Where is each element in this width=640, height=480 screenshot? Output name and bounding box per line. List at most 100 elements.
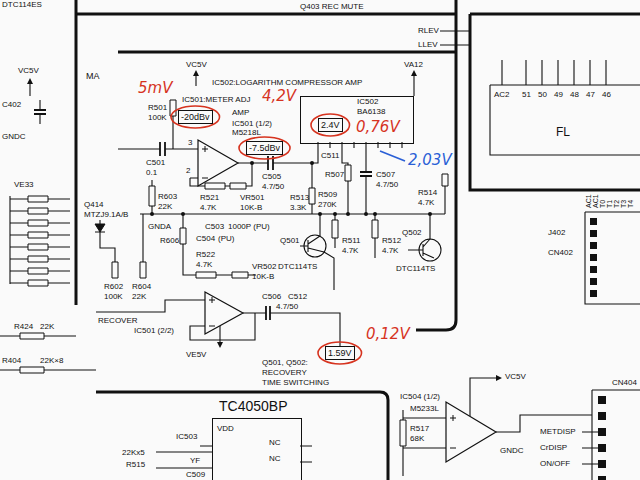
part-label: R507 bbox=[325, 170, 344, 179]
part-label: 46 bbox=[602, 90, 611, 99]
part-label: C503 bbox=[205, 222, 224, 231]
part-label: DTC114TS bbox=[396, 264, 435, 273]
handwritten-note: 0,12V bbox=[366, 326, 410, 343]
part-label: 100K bbox=[104, 292, 123, 301]
pin-label: T1 bbox=[606, 200, 614, 208]
part-label: R522 bbox=[196, 250, 215, 259]
part-label: 47 bbox=[586, 90, 595, 99]
part-label: R604 bbox=[132, 282, 151, 291]
ic-name: TC4050BP bbox=[219, 399, 287, 414]
part-label: 270K bbox=[318, 200, 337, 209]
part-label: IC502:LOGARITHM COMPRESSOR AMP bbox=[212, 78, 362, 87]
part-label: 2 bbox=[186, 166, 190, 175]
pin-label: AC1 bbox=[585, 194, 593, 208]
part-label: ON/OFF bbox=[540, 459, 570, 468]
ic-package: TC4050BPVDDNCNC bbox=[212, 418, 302, 480]
level-box: -7.5dBv bbox=[246, 141, 283, 155]
part-label: AMP bbox=[232, 108, 249, 117]
part-label: (PU) bbox=[218, 234, 234, 243]
part-label: VR501 bbox=[240, 193, 264, 202]
level-value: -20dBv bbox=[181, 111, 210, 123]
part-label: 10K-B bbox=[240, 203, 262, 212]
part-label: IC501 (1/2) bbox=[232, 119, 272, 128]
ic-pin-label: NC bbox=[269, 455, 281, 464]
part-label: C511 bbox=[321, 151, 340, 160]
resistor-symbol bbox=[20, 100, 448, 446]
part-label: Q414 bbox=[84, 200, 104, 209]
level-box: 1.59V bbox=[325, 346, 355, 360]
part-label: R517 bbox=[410, 424, 429, 433]
part-label: 4.7K bbox=[382, 246, 398, 255]
part-label: VR502 bbox=[252, 262, 276, 271]
part-label: YF bbox=[190, 456, 200, 465]
part-label: 22K bbox=[132, 292, 146, 301]
part-label: C402 bbox=[2, 100, 21, 109]
part-label: R404 bbox=[2, 356, 21, 365]
part-label: VE33 bbox=[14, 180, 34, 189]
part-label: IC501 (2/2) bbox=[134, 326, 174, 335]
part-label: Q501, Q502: bbox=[262, 358, 308, 367]
part-label: FL bbox=[556, 128, 570, 137]
part-label: R512 bbox=[382, 236, 401, 245]
part-label: 22K bbox=[158, 202, 172, 211]
part-label: C506 bbox=[262, 292, 281, 301]
part-label: GNDC bbox=[2, 132, 26, 141]
part-label: Q502 bbox=[402, 228, 422, 237]
part-label: IC503 bbox=[176, 432, 197, 441]
part-label: Q501 bbox=[280, 236, 300, 245]
part-label: AC2 bbox=[494, 90, 510, 99]
part-label: VC5V bbox=[18, 66, 39, 75]
pin-label: T4 bbox=[627, 200, 635, 208]
pin-label: T2 bbox=[613, 200, 621, 208]
part-label: R509 bbox=[318, 190, 337, 199]
connector-pin bbox=[590, 218, 606, 480]
supply-arrow bbox=[27, 70, 502, 381]
part-label: IC504 (1/2) bbox=[400, 392, 440, 401]
level-box: 2.4V bbox=[318, 118, 343, 132]
part-label: VE5V bbox=[186, 350, 206, 359]
annotation-leader bbox=[380, 151, 405, 161]
part-label: 4.7K bbox=[200, 203, 216, 212]
part-label: CN402 bbox=[548, 248, 573, 257]
part-label: M5233L bbox=[410, 404, 439, 413]
part-label: R511 bbox=[342, 236, 361, 245]
part-label: R514 bbox=[418, 188, 437, 197]
part-label: M5218L bbox=[232, 128, 261, 137]
part-label: 50 bbox=[538, 90, 547, 99]
part-label: MA bbox=[86, 72, 100, 81]
part-label: C505 bbox=[262, 172, 281, 181]
part-label: R606 bbox=[160, 236, 179, 245]
handwritten-note: 2,03V bbox=[408, 152, 452, 169]
part-label: 4.7K bbox=[196, 260, 212, 269]
zener-diode-symbol bbox=[95, 224, 105, 232]
ic-pin-label: BA6138 bbox=[357, 108, 385, 117]
part-label: 48 bbox=[570, 90, 579, 99]
part-label: C501 bbox=[146, 158, 165, 167]
opamp-input-sign bbox=[202, 146, 456, 448]
part-label: 3.3K bbox=[290, 203, 306, 212]
part-label: RECOVER bbox=[98, 316, 138, 325]
part-label: RLEV bbox=[418, 26, 439, 35]
board-outline bbox=[76, 0, 640, 480]
part-label: CrDISP bbox=[540, 443, 567, 452]
level-box: -20dBv bbox=[178, 110, 213, 124]
red-circle-mark bbox=[171, 106, 220, 128]
part-label: DTC114ES bbox=[2, 0, 42, 9]
part-label: Q403 REC MUTE bbox=[300, 2, 364, 11]
part-label: C504 bbox=[196, 234, 215, 243]
part-label: R603 bbox=[158, 192, 177, 201]
part-label: R515 bbox=[126, 460, 145, 469]
part-label: 4.7/50 bbox=[262, 182, 284, 191]
part-label: 4.7/50 bbox=[376, 180, 398, 189]
part-label: 4.7K bbox=[342, 246, 358, 255]
handwritten-note: 4,2V bbox=[262, 88, 296, 105]
part-label: J402 bbox=[548, 228, 565, 237]
pin-label: AC1 bbox=[592, 194, 600, 208]
part-label: 51 bbox=[522, 90, 531, 99]
red-circle-mark bbox=[239, 137, 290, 159]
part-label: C507 bbox=[376, 170, 395, 179]
part-label: VC5V bbox=[186, 60, 207, 69]
part-label: 4.7K bbox=[418, 198, 434, 207]
part-label: C509 bbox=[186, 470, 205, 479]
part-label: 1000P (PU) bbox=[228, 222, 270, 231]
